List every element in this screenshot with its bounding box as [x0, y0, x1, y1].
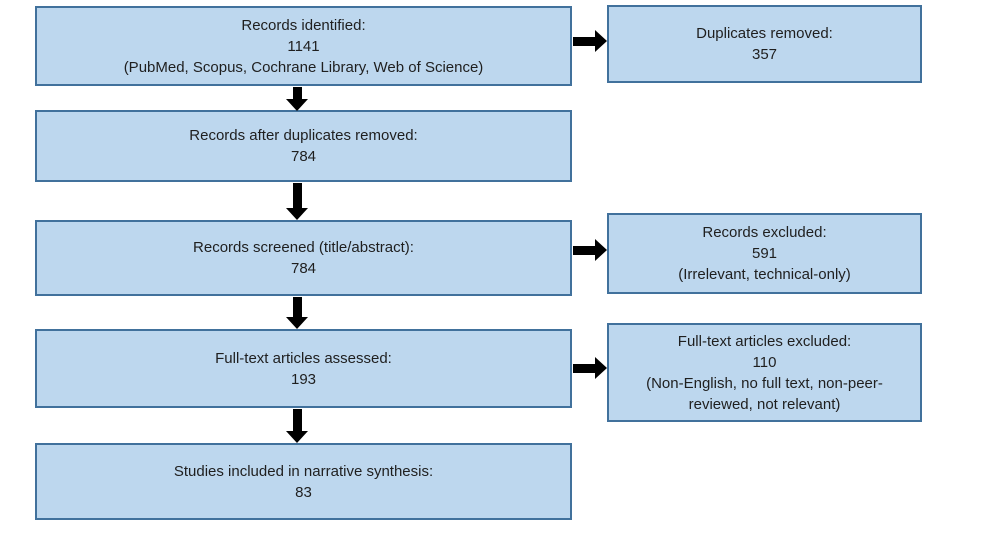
box-value: 784 — [290, 148, 317, 165]
box-value: 193 — [290, 370, 317, 388]
down-arrow-icon — [286, 409, 308, 443]
right-arrow-icon — [573, 30, 607, 52]
box-value: 1141 — [287, 37, 320, 55]
box-note: (Irrelevant, technical-only) — [678, 266, 851, 283]
box-value: 784 — [290, 260, 317, 277]
box-label: Full-text articles excluded: — [677, 332, 852, 350]
box-label: Records screened (title/abstract): — [193, 239, 414, 256]
box-label: Full-text articles assessed: — [215, 349, 392, 367]
down-arrow-icon — [286, 297, 308, 329]
box-note: (PubMed, Scopus, Cochrane Library, Web o… — [123, 58, 484, 76]
box-label: Duplicates removed: — [696, 25, 833, 42]
box-note: (Non-English, no full text, non-peer-rev… — [646, 374, 883, 413]
box-value: 591 — [751, 245, 778, 262]
right-arrow-icon — [573, 357, 607, 379]
box-records-excluded: Records excluded: 591 (Irrelevant, techn… — [607, 213, 922, 294]
box-label: Records identified: — [241, 16, 366, 34]
box-records-after-duplicates: Records after duplicates removed: 784 — [35, 110, 572, 182]
box-label: Records after duplicates removed: — [189, 127, 418, 144]
down-arrow-icon — [286, 183, 308, 220]
box-value: 83 — [295, 483, 312, 501]
right-arrow-icon — [573, 239, 607, 261]
down-arrow-icon — [286, 87, 308, 111]
box-duplicates-removed: Duplicates removed: 357 — [607, 5, 922, 83]
box-value: 110 — [752, 353, 777, 371]
box-label: Records excluded: — [702, 224, 827, 241]
box-label: Studies included in narrative synthesis: — [173, 462, 434, 480]
box-fulltext-excluded: Full-text articles excluded: 110 (Non-En… — [607, 323, 922, 422]
box-fulltext-assessed: Full-text articles assessed: 193 — [35, 329, 572, 408]
box-records-screened: Records screened (title/abstract): 784 — [35, 220, 572, 296]
box-value: 357 — [751, 46, 778, 63]
box-studies-included: Studies included in narrative synthesis:… — [35, 443, 572, 520]
box-records-identified: Records identified: 1141 (PubMed, Scopus… — [35, 6, 572, 86]
